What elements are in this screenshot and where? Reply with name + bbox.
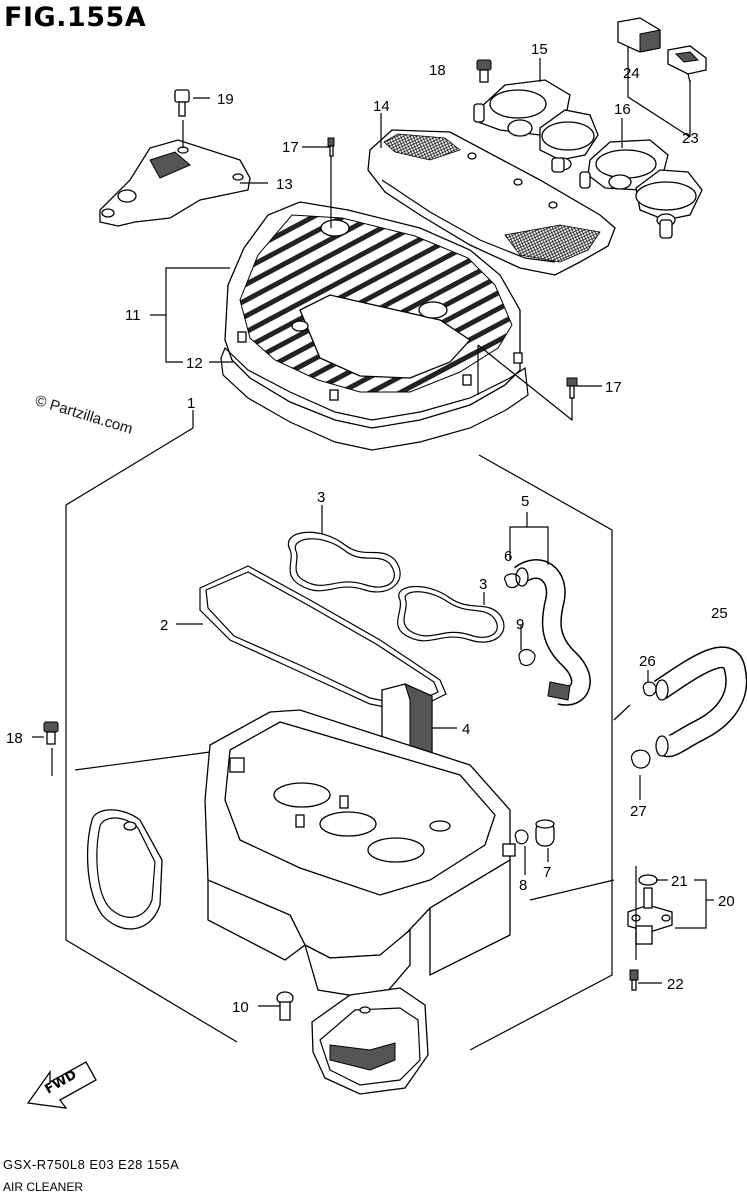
callout-22: 22 [667,976,684,993]
callout-8: 8 [519,877,527,894]
callout-4: 4 [462,721,470,738]
part-bolt-17-right [566,377,578,399]
part-grommet-10 [276,991,294,1021]
fwd-arrow: FWD [26,1061,97,1109]
callout-3: 3 [317,489,325,506]
part-hose-5 [514,559,591,706]
part-cover-gasket-12 [220,346,529,451]
callout-14: 14 [373,98,390,115]
part-seal-3a [287,531,401,593]
callout-19: 19 [217,91,234,108]
part-sensor-20 [627,887,673,945]
part-hose-25 [653,646,747,758]
assembly-frame [65,410,613,1051]
callout-18: 18 [429,62,446,79]
callout-15: 15 [531,41,548,58]
callout-25: 25 [711,605,728,622]
callout-27: 27 [630,803,647,820]
part-connector-24 [617,17,661,53]
part-intake-funnel [86,809,163,930]
diagram-name: AIR CLEANER [3,1180,84,1194]
callout-11: 11 [125,307,141,324]
part-screw-22 [629,969,639,991]
part-air-filter-14 [367,129,616,276]
part-bolt-19 [174,89,190,117]
callout-26: 26 [639,653,656,670]
part-connector-23 [667,45,707,83]
callout-21: 21 [671,873,688,890]
callout-18: 18 [6,730,23,747]
part-oring-21 [638,874,658,886]
callout-6: 6 [504,548,512,565]
part-bolt-18-left [43,721,59,745]
callout-17: 17 [605,379,622,396]
callout-10: 10 [232,999,249,1016]
part-velocity-stacks-15 [473,79,599,173]
part-seal-3b [397,586,505,643]
part-airbox-housing [204,709,516,1001]
callout-5: 5 [521,493,529,510]
callout-13: 13 [276,176,293,193]
callout-2: 2 [160,617,168,634]
callout-12: 12 [186,355,203,372]
part-bracket-13 [99,120,251,227]
part-clip-9 [518,648,536,666]
callout-16: 16 [614,101,631,118]
part-cap-7 [535,819,555,847]
part-clip-8 [514,829,529,845]
figure-title: FIG.155A [4,2,147,33]
callout-9: 9 [516,616,524,633]
part-clip-6 [504,573,521,589]
callout-23: 23 [682,130,699,147]
part-lower-intake-duct [311,987,429,1095]
callout-24: 24 [623,65,640,82]
part-bolt-18-top [476,59,492,83]
callout-7: 7 [543,864,551,881]
leader-lines [32,46,714,1007]
part-velocity-stacks-16 [579,139,703,239]
callout-17: 17 [282,139,299,156]
callout-1: 1 [187,395,195,412]
callout-20: 20 [718,893,735,910]
callout-labels: 1 2 3 3 4 5 6 7 8 9 10 11 12 13 14 15 16… [6,41,735,1016]
callout-3: 3 [479,576,487,593]
part-clip-26 [642,681,657,697]
part-cleaner-cover-11 [224,201,523,429]
part-clip-27 [630,749,651,769]
model-code: GSX-R750L8 E03 E28 155A [3,1157,180,1172]
